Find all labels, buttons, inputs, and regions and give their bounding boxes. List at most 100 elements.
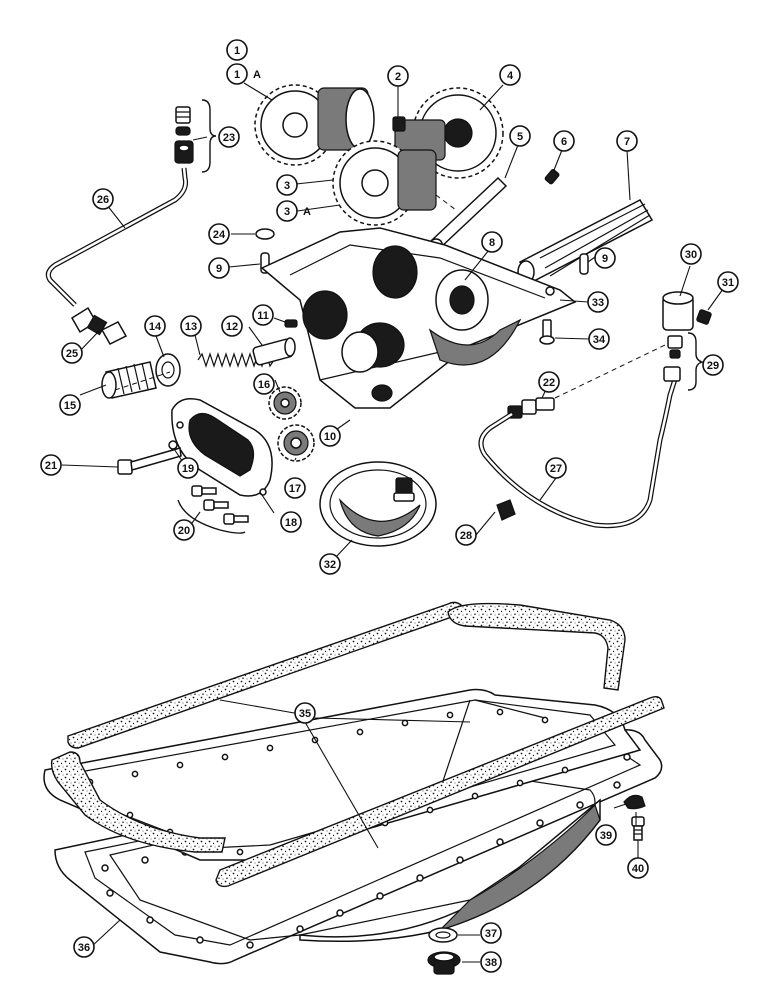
- gear-1: [254, 84, 375, 166]
- fitting-25: [70, 306, 128, 345]
- callout-14: 14: [144, 315, 166, 337]
- callout-4: 4: [499, 64, 521, 86]
- callout-35: 35: [294, 702, 316, 724]
- callout-40: 40: [627, 857, 649, 879]
- bolt-40: [631, 816, 645, 841]
- svg-text:38: 38: [485, 957, 497, 969]
- callout-8: 8: [481, 231, 503, 253]
- pump-cover-18: [171, 398, 273, 497]
- callout-23: 23: [218, 126, 240, 148]
- svg-text:2: 2: [395, 71, 401, 83]
- svg-text:40: 40: [632, 863, 644, 875]
- brace-29: [687, 332, 705, 391]
- gasket-35-left-end: [50, 751, 226, 853]
- pump-body: [260, 227, 577, 409]
- oil-screen-32: [319, 461, 437, 547]
- gasket-35-bottom: [215, 695, 665, 888]
- svg-text:A: A: [303, 206, 311, 218]
- svg-text:31: 31: [722, 277, 734, 289]
- leader-35-b: [304, 721, 379, 849]
- callout-34: 34: [588, 328, 610, 350]
- svg-text:25: 25: [66, 348, 78, 360]
- pump-gear-16: [268, 386, 302, 420]
- callout-38: 38: [480, 951, 502, 973]
- callout-27: 27: [545, 457, 567, 479]
- svg-text:9: 9: [602, 253, 608, 265]
- callout-13: 13: [180, 315, 202, 337]
- svg-text:15: 15: [64, 400, 76, 412]
- callout-20: 20: [173, 519, 195, 541]
- bolts-20: [191, 485, 249, 525]
- oil-line-26: [45, 167, 188, 307]
- svg-text:32: 32: [324, 559, 336, 571]
- svg-text:17: 17: [289, 483, 301, 495]
- fittings-23: [174, 106, 194, 164]
- svg-text:A: A: [253, 69, 261, 81]
- callout-1: 1: [226, 39, 248, 61]
- callout-7: 7: [616, 130, 638, 152]
- svg-text:3: 3: [284, 206, 290, 218]
- callout-25: 25: [61, 342, 83, 364]
- oil-line-27-inner: [479, 375, 678, 527]
- callout-19: 19: [177, 457, 199, 479]
- callout-1a: 1 A: [226, 63, 261, 85]
- bolt-21: [117, 447, 182, 475]
- svg-text:10: 10: [324, 431, 336, 443]
- svg-text:6: 6: [561, 136, 567, 148]
- svg-text:5: 5: [517, 131, 523, 143]
- svg-text:19: 19: [182, 463, 194, 475]
- washer-37-inner: [435, 931, 451, 939]
- callout-3: 3: [276, 174, 298, 196]
- svg-text:28: 28: [460, 530, 472, 542]
- washer-19: [168, 440, 178, 450]
- callout-31: 31: [717, 271, 739, 293]
- callout-6: 6: [553, 130, 575, 152]
- callout-33: 33: [587, 291, 609, 313]
- svg-text:30: 30: [685, 249, 697, 261]
- svg-text:16: 16: [258, 379, 270, 391]
- callout-24: 24: [208, 223, 230, 245]
- brace-23: [201, 99, 217, 173]
- svg-text:21: 21: [45, 460, 57, 472]
- callout-39: 39: [595, 824, 617, 846]
- svg-text:9: 9: [216, 263, 222, 275]
- callout-12: 12: [221, 315, 243, 337]
- plunger-12: [252, 337, 296, 366]
- alignment-line-c: [435, 194, 457, 211]
- svg-text:1: 1: [234, 45, 240, 57]
- callout-29: 29: [702, 354, 724, 376]
- svg-text:22: 22: [543, 377, 555, 389]
- gasket-14: [155, 353, 181, 387]
- svg-text:1: 1: [234, 69, 240, 81]
- svg-text:7: 7: [624, 136, 630, 148]
- svg-text:39: 39: [600, 830, 612, 842]
- callout-26: 26: [92, 188, 114, 210]
- callout-10: 10: [319, 425, 341, 447]
- svg-text:13: 13: [185, 321, 197, 333]
- lock-39: [623, 794, 646, 810]
- callout-30: 30: [680, 243, 702, 265]
- svg-text:33: 33: [592, 297, 604, 309]
- pin-11: [284, 319, 298, 328]
- leader-35-c: [314, 717, 471, 723]
- svg-text:14: 14: [149, 321, 162, 333]
- svg-text:29: 29: [707, 360, 719, 372]
- pin-6: [544, 169, 560, 185]
- callout-36: 36: [73, 936, 95, 958]
- gasket-35-right-top: [447, 602, 626, 691]
- svg-text:12: 12: [226, 321, 238, 333]
- callout-17: 17: [284, 477, 306, 499]
- callout-16: 16: [253, 373, 275, 395]
- gear-3: [332, 140, 437, 226]
- callout-32: 32: [319, 553, 341, 575]
- svg-text:20: 20: [178, 525, 190, 537]
- alignment-line-b: [554, 344, 666, 399]
- callout-28: 28: [455, 524, 477, 546]
- fitting-22: [507, 397, 555, 419]
- cap-30: [662, 291, 694, 331]
- svg-text:24: 24: [213, 229, 226, 241]
- leader-35-a: [219, 699, 301, 715]
- svg-text:27: 27: [550, 463, 562, 475]
- plug-2: [392, 116, 406, 132]
